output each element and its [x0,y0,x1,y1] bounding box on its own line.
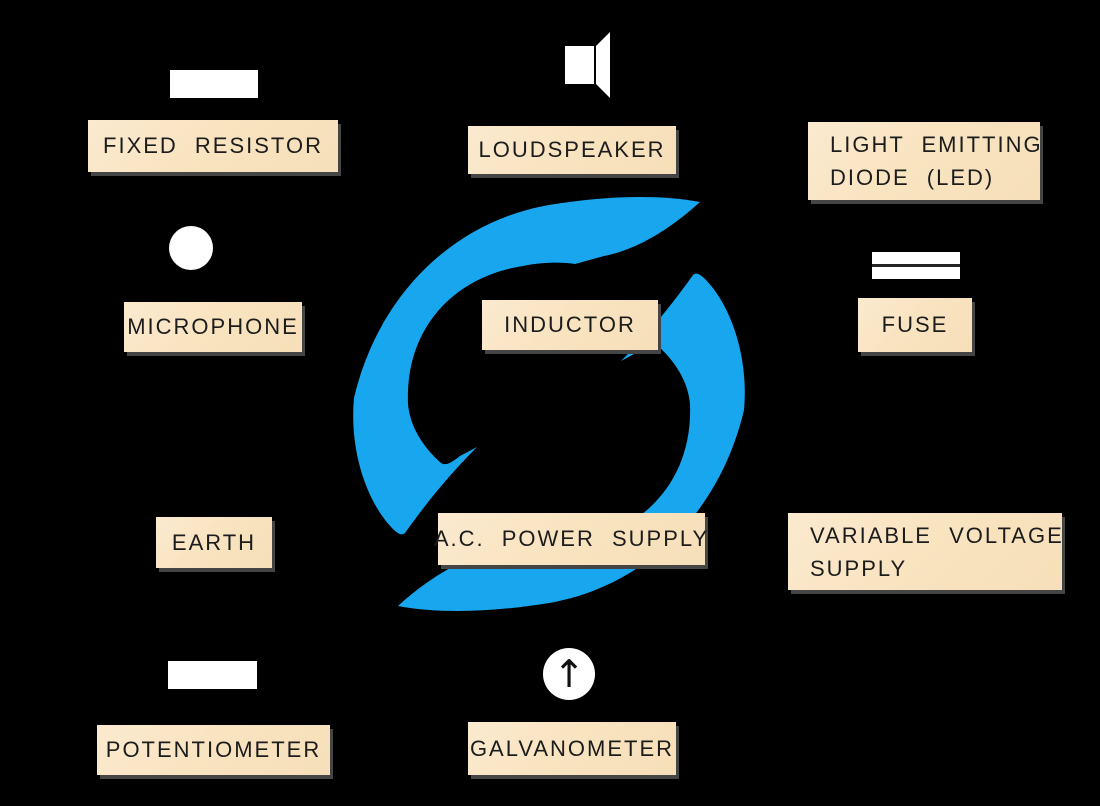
fuse-divider-line [872,264,960,267]
resistor-bar-icon [170,70,258,98]
speaker-body [565,46,594,84]
fuse-bar-icon [872,252,960,279]
vvs-label-line2: SUPPLY [810,555,908,581]
vvs-label-line1: VARIABLE VOLTAGE [810,522,1064,548]
fixed-resistor-label: FIXED RESISTOR [88,120,338,172]
led-label-line1: LIGHT EMITTING [830,132,1043,157]
led-label: LIGHT EMITTING DIODE (LED) [808,122,1043,200]
earth-label: EARTH [156,517,272,568]
led-label-line2: DIODE (LED) [830,165,995,190]
speaker-icon [565,32,610,98]
speaker-cone [596,32,610,98]
galvanometer-needle-icon: ↑ [553,652,585,696]
potentiometer-label: POTENTIOMETER [97,725,330,775]
galvanometer-dial-icon: ↑ [543,648,595,700]
galvanometer-label: GALVANOMETER [468,722,676,775]
resistor-bar-icon [168,661,257,689]
microphone-circle-icon [169,226,213,270]
microphone-label: MICROPHONE [124,302,302,352]
loudspeaker-label: LOUDSPEAKER [468,126,676,174]
cycle-arrow-top-left [353,196,700,535]
variable-voltage-supply-label: VARIABLE VOLTAGE SUPPLY [788,513,1062,590]
ac-power-supply-label: A.C. POWER SUPPLY [434,513,707,565]
fuse-label: FUSE [858,298,972,352]
inductor-label: INDUCTOR [482,300,658,350]
